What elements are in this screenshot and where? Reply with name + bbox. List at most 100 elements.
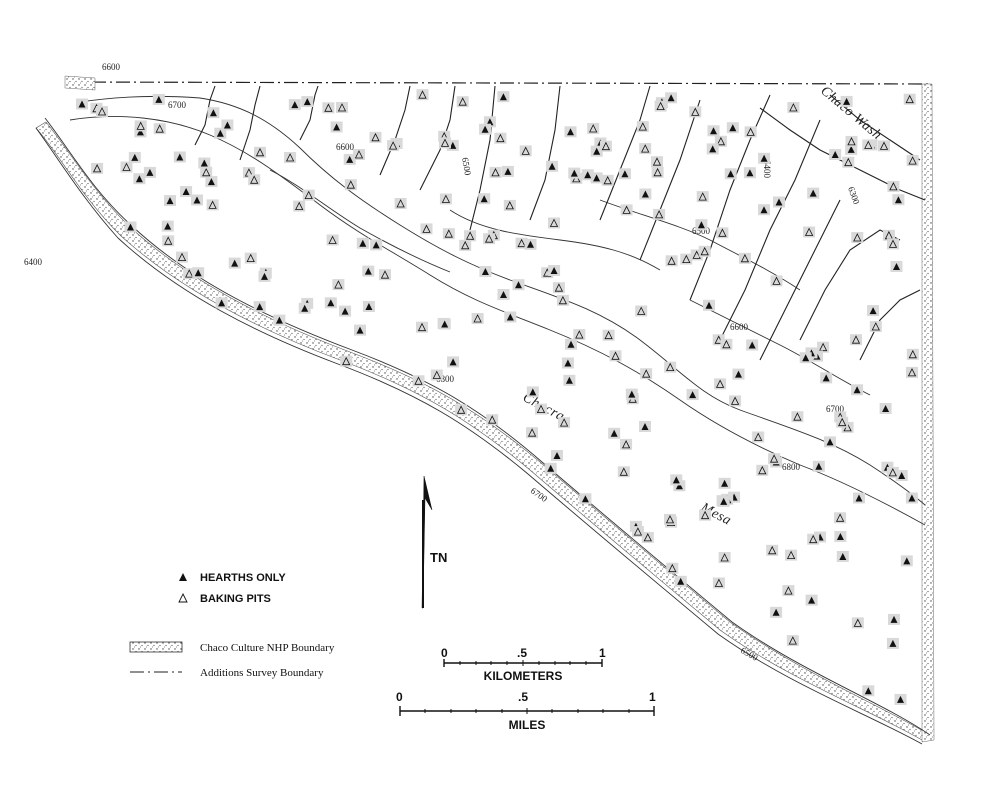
hearth-site-icon <box>78 100 86 108</box>
site-symbol-background <box>412 375 425 387</box>
site-symbol-background <box>438 130 451 142</box>
site-symbol-background <box>635 305 648 317</box>
baking-pit-site-icon <box>417 322 427 332</box>
baking-pit-site-icon <box>92 164 102 173</box>
hearth-site-icon <box>346 155 354 163</box>
baking-pit-site-icon <box>371 132 380 142</box>
baking-pit-site-icon <box>907 368 917 377</box>
baking-pit-site-icon <box>754 432 763 441</box>
site-symbol-background <box>631 526 644 538</box>
baking-pit-site-icon <box>354 150 364 159</box>
site-symbol-background <box>882 229 895 241</box>
hearth-site-icon <box>261 272 268 280</box>
baking-pit-site-icon <box>698 192 707 201</box>
hearth-site-icon <box>705 301 713 309</box>
scale-km-tick-0: 0 <box>441 646 448 660</box>
baking-pit-site-icon <box>491 168 500 177</box>
baking-pit-site-icon <box>505 201 514 210</box>
additions-survey-boundary <box>67 81 931 740</box>
hearth-site-icon <box>748 341 756 349</box>
baking-pit-site-icon <box>456 405 466 414</box>
baking-pit-site-icon <box>324 103 333 112</box>
hearth-site-icon <box>808 596 816 604</box>
hearth-site-icon <box>182 188 190 195</box>
hearth-site-icon <box>729 124 737 132</box>
site-symbol-background <box>834 512 847 524</box>
site-symbol-background <box>842 156 855 168</box>
hearth-site-icon <box>567 340 575 348</box>
contour-label: 6800 <box>782 462 801 472</box>
baking-pit-site-icon <box>334 280 343 289</box>
site-symbol-background <box>886 466 899 478</box>
site-symbol-background <box>162 235 175 247</box>
hearth-site-icon <box>735 370 742 378</box>
site-symbol-background <box>714 135 727 147</box>
baking-pit-site-icon <box>250 175 259 184</box>
hearth-site-icon <box>166 197 174 205</box>
site-symbol-background <box>850 334 862 346</box>
scale-mi-tick-0: 0 <box>396 690 403 704</box>
legend: HEARTHS ONLY BAKING PITS Chaco Culture N… <box>129 572 335 679</box>
site-symbol-background <box>494 132 507 144</box>
hearth-site-icon <box>564 359 572 367</box>
site-symbol-background <box>248 174 261 186</box>
site-symbol-background <box>698 245 711 257</box>
baking-pit-site-icon <box>768 545 777 555</box>
hearth-site-icon <box>831 151 839 158</box>
hearth-site-icon <box>372 241 380 249</box>
hearth-site-icon <box>553 452 561 459</box>
scale-bar-mi: 0 .5 1 MILES <box>396 690 656 732</box>
site-symbol-background <box>548 217 560 229</box>
hearth-site-icon <box>641 190 649 198</box>
baking-pit-site-icon <box>177 252 187 262</box>
baking-pit-site-icon <box>633 527 643 536</box>
site-symbol-background <box>738 252 751 264</box>
site-symbol-background <box>332 279 345 291</box>
north-arrow: TN <box>421 475 447 609</box>
site-symbol-background <box>639 143 652 155</box>
hearth-site-icon <box>809 189 817 197</box>
site-symbol-background <box>680 253 693 265</box>
baking-pit-site-icon <box>700 246 709 256</box>
site-symbol-background <box>756 464 769 476</box>
hearth-site-icon <box>890 615 898 623</box>
baking-pit-site-icon <box>905 94 914 104</box>
site-symbol-background <box>353 149 365 160</box>
hearth-site-icon <box>527 240 534 248</box>
site-symbol-background <box>153 123 166 135</box>
baking-pit-site-icon <box>328 235 337 244</box>
site-symbol-background <box>340 355 353 367</box>
site-symbol-background <box>96 106 108 117</box>
site-symbol-background <box>787 102 800 113</box>
baking-pit-site-icon <box>740 253 750 263</box>
drainages <box>194 85 926 361</box>
legend-survey-boundary: Additions Survey Boundary <box>200 667 324 679</box>
hearth-site-icon <box>481 268 489 275</box>
site-symbol-background <box>416 321 428 333</box>
scale-mi-tick-1: .5 <box>518 690 528 704</box>
hearth-site-icon <box>146 168 154 176</box>
site-symbol-background <box>862 139 875 151</box>
site-symbol-background <box>486 414 499 426</box>
hearth-site-icon <box>836 533 844 540</box>
hearth-site-icon <box>275 316 283 324</box>
hearth-site-icon <box>727 170 735 178</box>
site-symbol-background <box>712 577 725 589</box>
hearth-site-icon <box>504 167 512 175</box>
baking-pit-site-icon <box>246 253 255 263</box>
site-symbol-background <box>851 617 864 629</box>
baking-pit-site-icon <box>164 236 173 245</box>
hearth-site-icon <box>207 178 215 186</box>
hearth-site-icon <box>200 159 208 167</box>
site-symbol-background <box>766 544 779 556</box>
site-symbol-background <box>752 431 765 443</box>
hearth-site-icon <box>826 438 834 446</box>
hearth-site-icon <box>593 147 601 155</box>
site-symbol-background <box>387 140 400 152</box>
contour-label: 6800 <box>436 374 455 384</box>
baking-pit-site-icon <box>458 97 467 106</box>
baking-pit-site-icon <box>853 233 862 242</box>
baking-pit-site-icon <box>889 182 898 191</box>
contour-label: 6600 <box>336 142 355 152</box>
baking-pit-site-icon <box>888 468 897 477</box>
